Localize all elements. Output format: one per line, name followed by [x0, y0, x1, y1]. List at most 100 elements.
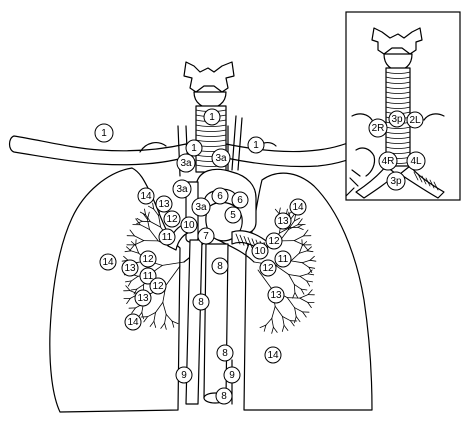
lymph-node-station-s6-left: 6: [211, 187, 229, 205]
station-marker-circle: [223, 366, 241, 384]
station-label: 3a: [195, 202, 207, 213]
station-label: 8: [222, 348, 228, 359]
lymph-node-station-s8-upper: 8: [211, 257, 229, 275]
lymph-node-station-s12-left-upper: 12: [163, 210, 181, 228]
station-label: 10: [254, 246, 266, 257]
thyroid-cartilage: [183, 61, 235, 109]
lymph-node-station-s3a-center: 3a: [191, 197, 211, 217]
station-label: 14: [102, 257, 114, 268]
station-marker-circle: [264, 346, 282, 364]
station-label: 6: [217, 191, 223, 202]
station-marker-circle: [267, 286, 285, 304]
station-label: 7: [203, 231, 209, 242]
lymph-node-station-s11-left-upper: 11: [158, 228, 176, 246]
station-marker-circle: [406, 111, 424, 129]
station-label: 12: [268, 236, 280, 247]
station-marker-circle: [211, 187, 229, 205]
station-marker-circle: [191, 197, 211, 217]
station-label: 2L: [409, 115, 421, 126]
station-label: 5: [230, 210, 236, 221]
station-marker-circle: [180, 216, 198, 234]
station-label: 8: [217, 261, 223, 272]
station-label: 8: [221, 391, 227, 402]
station-marker-circle: [197, 227, 215, 245]
station-marker-circle: [158, 228, 176, 246]
station-label: 11: [278, 254, 289, 265]
station-marker-circle: [124, 313, 142, 331]
station-label: 11: [143, 271, 154, 282]
station-label: 11: [162, 232, 173, 243]
lymph-node-station-s12-left-lower: 12: [149, 277, 167, 295]
lymph-node-station-s14-right-upper: 14: [289, 198, 307, 216]
station-marker-circle: [175, 366, 193, 384]
lymph-node-station-s10-right: 10: [251, 242, 269, 260]
station-marker-circle: [216, 344, 234, 362]
station-marker-circle: [192, 293, 210, 311]
station-label: 14: [140, 191, 152, 202]
station-label: 3p: [390, 176, 402, 187]
lymph-node-station-s13-left-mid: 13: [121, 259, 139, 277]
station-label: 4L: [410, 156, 422, 167]
station-marker-circle: [94, 123, 114, 143]
station-label: 13: [277, 216, 289, 227]
lymph-node-station-s1-right-clavicle: 1: [247, 136, 265, 154]
lymph-node-station-s8-bottom: 8: [215, 387, 233, 405]
station-label: 1: [191, 143, 197, 154]
station-marker-circle: [203, 108, 221, 126]
station-marker-circle: [149, 277, 167, 295]
lymph-node-station-s8-mid: 8: [192, 293, 210, 311]
station-label: 12: [262, 263, 274, 274]
station-marker-circle: [386, 171, 406, 191]
station-marker-circle: [274, 212, 292, 230]
station-marker-circle: [137, 187, 155, 205]
lymph-node-station-s10-left: 10: [180, 216, 198, 234]
station-label: 12: [142, 254, 154, 265]
station-marker-circle: [231, 191, 249, 209]
station-label: 9: [181, 370, 187, 381]
lymph-node-station-s11-right: 11: [274, 250, 292, 268]
lymph-node-station-s9-left: 9: [175, 366, 193, 384]
lymph-node-station-s13-right-lower: 13: [267, 286, 285, 304]
lymph-node-station-s14-left-mid: 14: [99, 253, 117, 271]
station-label: 13: [124, 263, 136, 274]
lymph-node-station-s12-left-mid: 12: [139, 250, 157, 268]
lymph-node-station-inset-4R: 4R: [378, 151, 398, 171]
lymph-node-station-s3a-left: 3a: [176, 153, 196, 173]
station-marker-circle: [259, 259, 277, 277]
lymph-node-station-s14-left-lower: 14: [124, 313, 142, 331]
lymph-node-station-s13-right-upper: 13: [274, 212, 292, 230]
station-label: 1: [253, 140, 259, 151]
station-marker-circle: [215, 387, 233, 405]
station-marker-circle: [247, 136, 265, 154]
lymph-node-station-s14-right-lower: 14: [264, 346, 282, 364]
lymph-node-station-s12-right-lower: 12: [259, 259, 277, 277]
lymph-node-station-s9-right: 9: [223, 366, 241, 384]
lymph-node-station-s13-left-lower: 13: [134, 289, 152, 307]
station-label: 14: [127, 317, 139, 328]
station-label: 2R: [372, 123, 385, 134]
station-marker-circle: [251, 242, 269, 260]
station-marker-circle: [185, 139, 203, 157]
station-label: 13: [158, 199, 170, 210]
lymph-node-station-s12-right-upper: 12: [265, 232, 283, 250]
left-lung-outline: [243, 172, 373, 411]
station-label: 3a: [215, 153, 227, 164]
lymph-node-station-s7: 7: [197, 227, 215, 245]
station-marker-circle: [211, 257, 229, 275]
station-marker-circle: [211, 148, 231, 168]
lymph-node-station-s6-right: 6: [231, 191, 249, 209]
lymph-node-station-inset-3p-top: 3p: [388, 110, 406, 128]
station-label: 8: [198, 297, 204, 308]
station-marker-circle: [163, 210, 181, 228]
lymph-node-station-s13-left-upper: 13: [155, 195, 173, 213]
station-marker-circle: [121, 259, 139, 277]
lymph-node-station-s1-upper: 1: [203, 108, 221, 126]
station-marker-circle: [134, 289, 152, 307]
station-label: 3a: [176, 184, 188, 195]
station-marker-circle: [265, 232, 283, 250]
station-marker-circle: [289, 198, 307, 216]
station-marker-circle: [368, 118, 388, 138]
lymph-node-station-s3a-right: 3a: [211, 148, 231, 168]
lymph-node-station-s8-lower: 8: [216, 344, 234, 362]
